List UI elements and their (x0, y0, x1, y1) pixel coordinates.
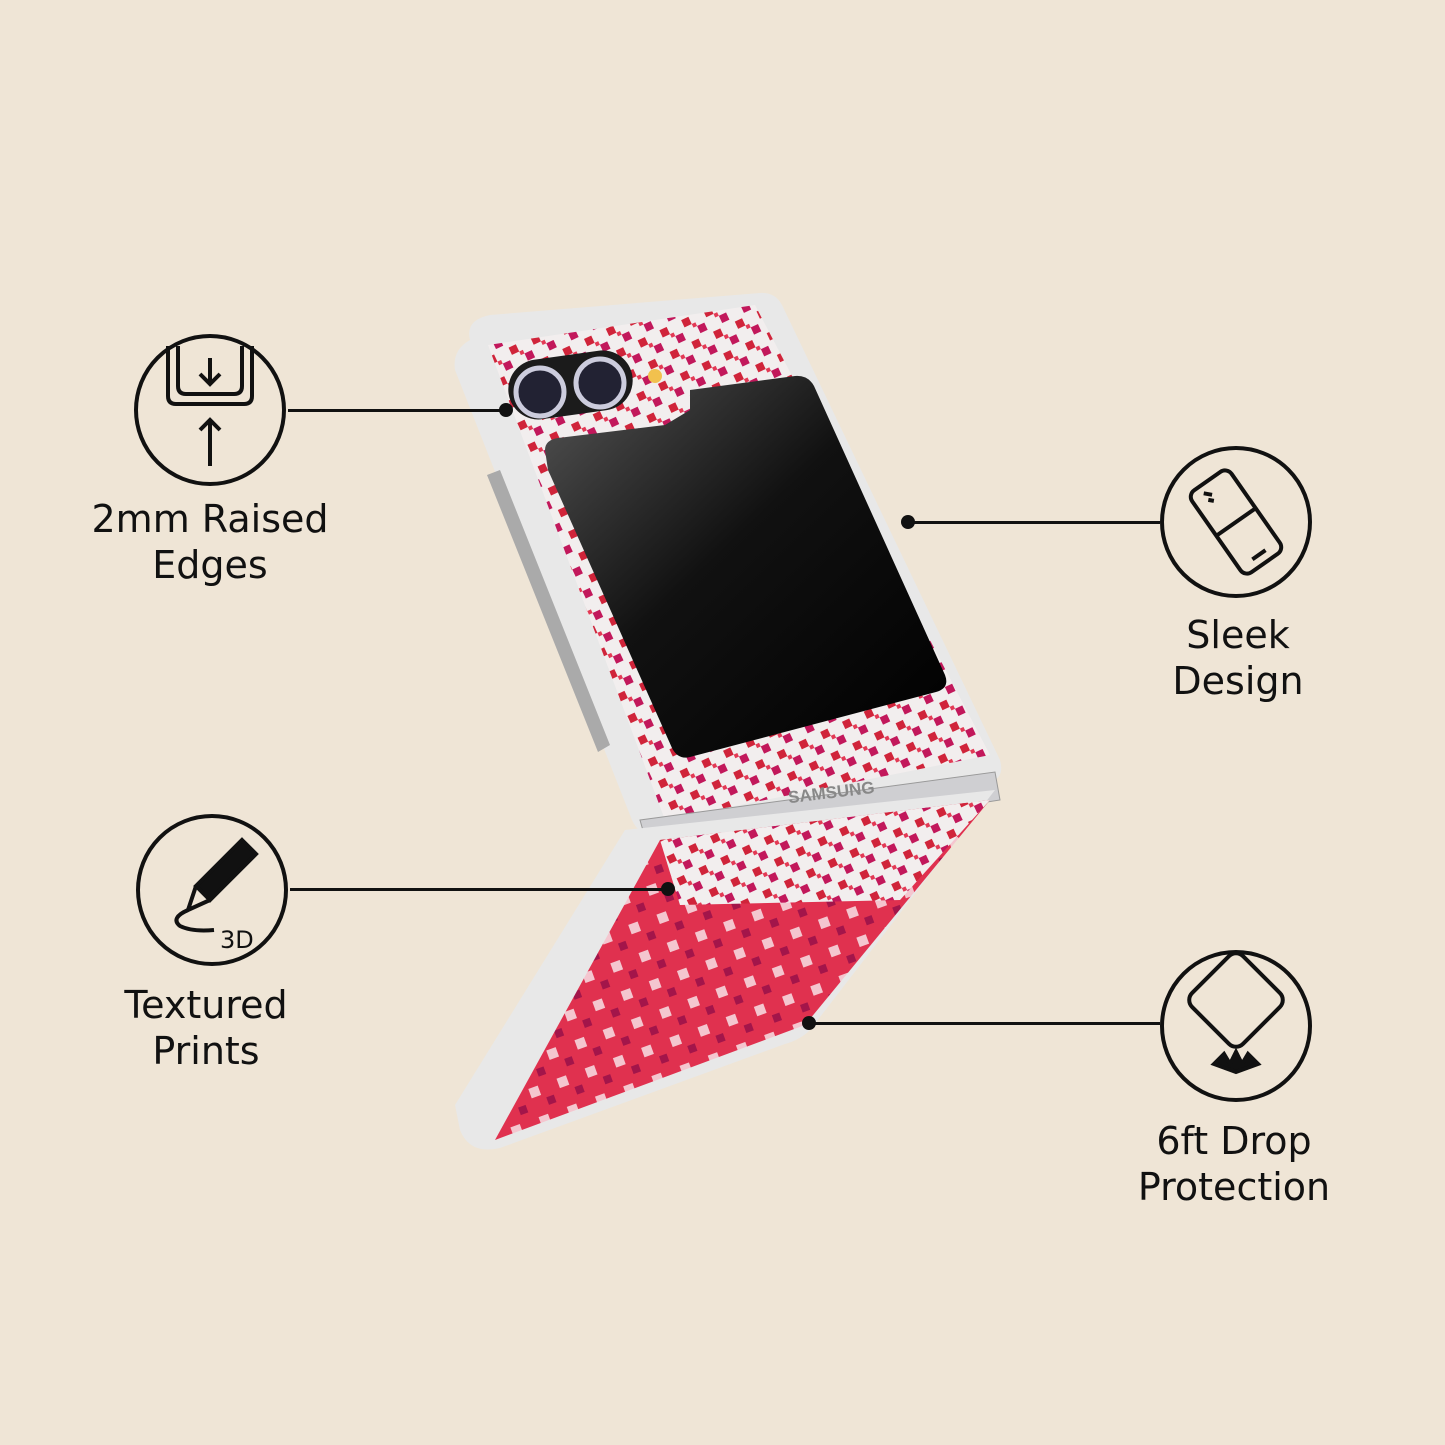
feature-label-raised-edges: 2mm Raised Edges (91, 497, 329, 587)
connector-dot (661, 882, 675, 896)
sleek-phone-icon (1160, 446, 1312, 598)
raised-edges-icon (134, 334, 286, 486)
cover-screen (545, 375, 947, 758)
connector-line (808, 1022, 1160, 1025)
connector-dot (802, 1016, 816, 1030)
connector-line (908, 521, 1160, 524)
connector-line (288, 409, 506, 412)
drop-protection-icon (1160, 950, 1312, 1102)
feature-label-sleek-design: Sleek Design (1172, 613, 1304, 703)
camera-lens-icon (573, 356, 627, 410)
svg-text:3D: 3D (220, 926, 254, 954)
connector-line (290, 888, 668, 891)
feature-label-textured-prints: Textured Prints (124, 983, 288, 1073)
feature-label-drop-protection: 6ft Drop Protection (1137, 1119, 1331, 1209)
camera-lens-icon (513, 365, 567, 419)
connector-dot (499, 403, 513, 417)
connector-dot (901, 515, 915, 529)
3d-pen-icon: 3D (136, 814, 288, 966)
